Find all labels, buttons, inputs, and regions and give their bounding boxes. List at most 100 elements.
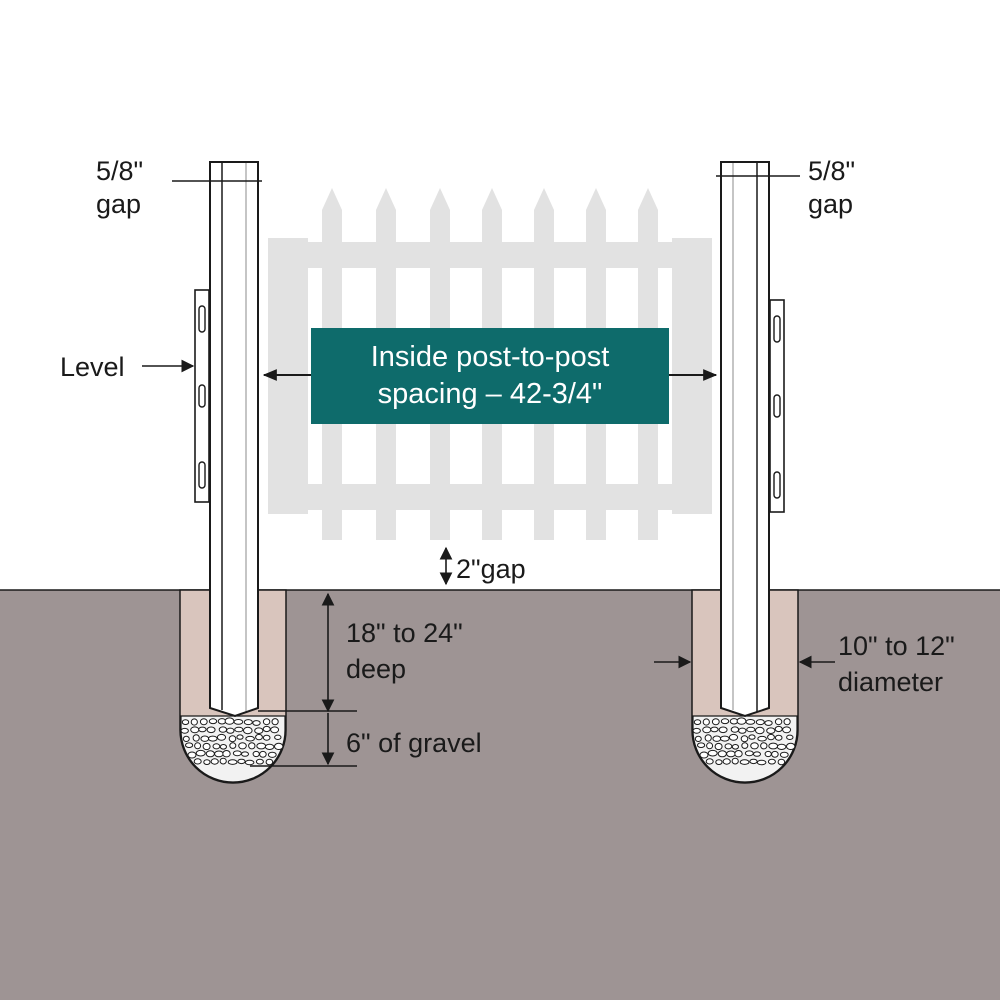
gravel-pebble <box>243 719 253 726</box>
diameter-label-1: 10" to 12" <box>838 631 955 661</box>
gravel-pebble <box>210 758 219 765</box>
gravel-pebble <box>749 758 758 765</box>
gravel-pebble <box>219 744 227 750</box>
spacing-label-box <box>311 328 669 424</box>
gravel-pebble <box>706 742 714 750</box>
left-gap-callout: 5/8" gap <box>96 156 262 219</box>
right-gap-callout: 5/8" gap <box>716 156 855 219</box>
gravel-pebble <box>724 743 733 750</box>
gravel-pebble <box>224 717 235 725</box>
gravel-pebble <box>205 750 215 758</box>
gravel-pebble <box>771 750 779 758</box>
gravel-pebble <box>726 750 736 758</box>
gravel-pebble <box>232 750 242 757</box>
gravel-pebble <box>712 735 722 742</box>
gravel-pebble <box>744 750 754 757</box>
gravel-pebble <box>717 750 727 758</box>
gravel-pebble <box>731 744 740 750</box>
gravel-pebble <box>274 742 284 751</box>
post-spacing-dimension: Inside post-to-post spacing – 42-3/4" <box>262 328 718 424</box>
gravel-pebble <box>768 742 779 750</box>
gravel-pebble <box>227 759 238 765</box>
gravel-pebble <box>720 718 730 725</box>
right-level-icon <box>769 299 785 513</box>
gravel-pebble <box>187 751 197 759</box>
gap-right-label-1: 5/8" <box>808 156 855 186</box>
gravel-pebble <box>245 735 255 742</box>
right-gravel <box>692 715 798 783</box>
gravel-pebble <box>202 742 211 751</box>
gravel-pebble <box>206 726 216 734</box>
gravel-pebble <box>760 742 768 750</box>
gravel-pebble <box>750 742 759 750</box>
gravel-pebble <box>755 726 765 735</box>
gravel-pebble <box>774 734 783 741</box>
gravel-pebble <box>254 727 264 735</box>
gravel-pebble <box>256 742 267 750</box>
gravel-pebble <box>756 759 767 766</box>
gravel-pebble <box>244 759 255 766</box>
gravel-pebble <box>248 742 256 750</box>
gravel-pebble <box>715 759 723 765</box>
depth-label-2: deep <box>346 654 406 684</box>
gravel-pebble <box>252 750 260 758</box>
left-post <box>209 161 259 718</box>
gravel-pebble <box>237 758 246 765</box>
gravel-pebble <box>222 750 231 758</box>
gap-right-label-2: gap <box>808 189 853 219</box>
gravel-pebble <box>731 757 739 765</box>
gravel-pebble <box>753 751 761 757</box>
level-label: Level <box>60 352 125 382</box>
gravel-pebble <box>236 734 244 740</box>
gravel-pebble <box>757 735 767 742</box>
bottom-gap-label: 2"gap <box>456 554 526 584</box>
gravel-pebble <box>228 735 237 743</box>
gravel-pebble <box>218 726 228 733</box>
gravel-pebble <box>190 718 198 726</box>
gravel-label: 6" of gravel <box>346 728 482 758</box>
gravel-pebble <box>243 726 253 735</box>
gap-left-label-1: 5/8" <box>96 156 143 186</box>
gravel-pebble <box>710 726 719 733</box>
gravel-pebble <box>212 743 221 750</box>
gravel-pebble <box>265 758 274 766</box>
gravel-pebble <box>262 725 271 733</box>
right-post <box>720 161 770 718</box>
gravel-pebble <box>233 719 244 725</box>
gravel-pebble <box>736 717 747 725</box>
gravel-pebble <box>777 758 786 766</box>
gravel-pebble <box>728 733 739 741</box>
gravel-pebble <box>216 733 227 741</box>
gravel-pebble <box>262 734 271 741</box>
gravel-pebble <box>274 734 282 740</box>
gravel-pebble <box>764 720 773 726</box>
ground <box>0 590 1000 1000</box>
gravel-pebble <box>195 749 206 757</box>
gravel-pebble <box>741 742 749 749</box>
gravel-pebble <box>702 718 710 726</box>
gravel-pebble <box>755 719 765 726</box>
diameter-label-2: diameter <box>838 667 943 697</box>
spacing-label-1: Inside post-to-post <box>371 341 610 373</box>
gravel-pebble <box>693 719 702 725</box>
gravel-pebble <box>786 734 794 740</box>
gravel-pebble <box>185 742 194 749</box>
gravel-pebble <box>697 742 706 749</box>
depth-dimension: 18" to 24" deep 6" of gravel <box>250 592 482 767</box>
gravel-pebble <box>740 735 749 743</box>
gravel-pebble <box>707 749 718 757</box>
gravel-pebble <box>776 743 787 751</box>
gravel-pebble <box>190 726 200 734</box>
gravel-pebble <box>180 727 189 734</box>
gravel-pebble <box>198 726 207 733</box>
left-level-icon <box>194 289 210 503</box>
gravel-pebble <box>255 758 264 765</box>
gravel-pebble <box>774 725 783 733</box>
gravel-pebble <box>203 759 211 765</box>
gravel-pebble <box>779 751 789 758</box>
gravel-pebble <box>699 751 709 759</box>
gravel-pebble <box>730 726 740 733</box>
gravel-pebble <box>255 733 263 741</box>
gravel-pebble <box>748 734 756 740</box>
bottom-gap-callout: 2"gap <box>439 546 526 586</box>
